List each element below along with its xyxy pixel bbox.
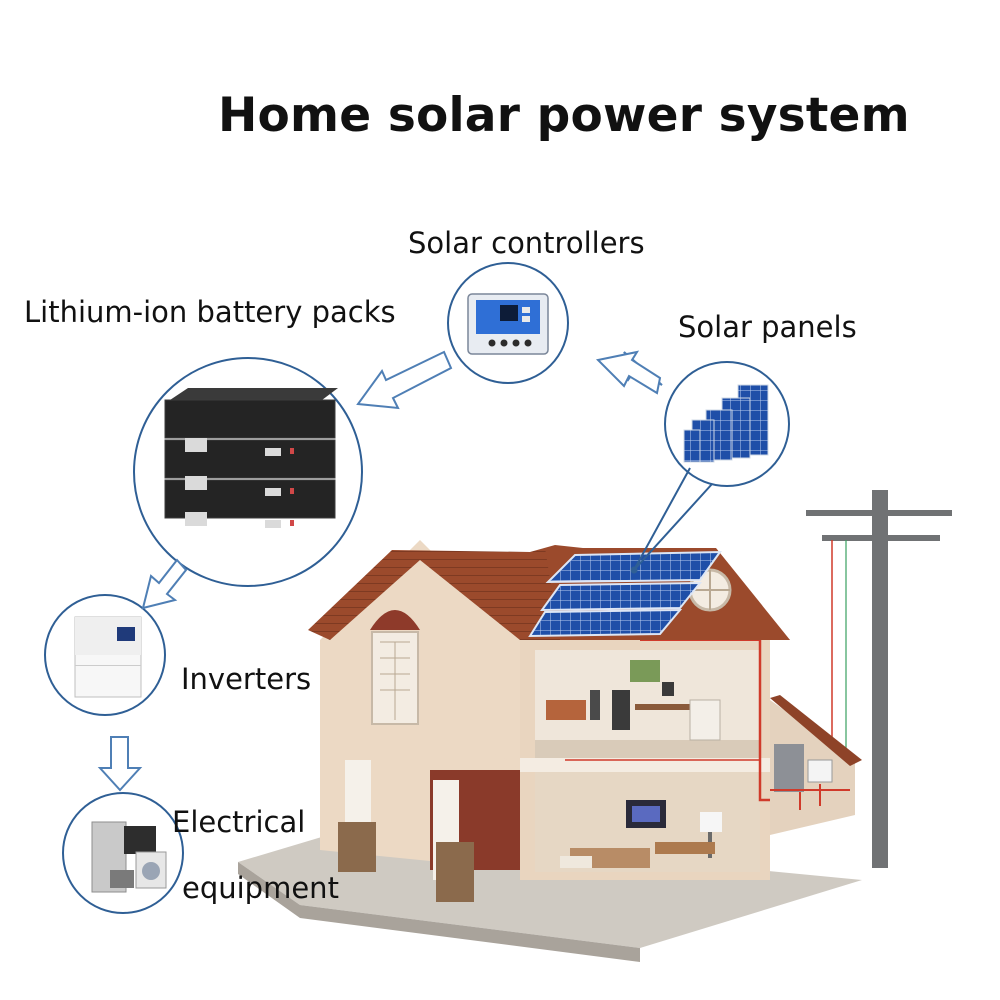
- solar-panels-leader: [630, 467, 713, 574]
- roof-solar-panel: [528, 608, 683, 638]
- flow-arrow-controller-to-batteries: [356, 350, 453, 410]
- flow-arrow-inverter-to-equipment: [97, 736, 143, 792]
- house-base: [238, 830, 862, 962]
- solar-controller-node: [447, 262, 569, 384]
- diagram-title: Home solar power system: [218, 88, 910, 143]
- house-annex: [770, 695, 862, 835]
- roof-solar-panel: [540, 581, 703, 612]
- label-electrical-equipment-line2: equipment: [182, 871, 339, 905]
- label-battery-packs: Lithium-ion battery packs: [24, 295, 396, 329]
- label-electrical-equipment-line1: Electrical: [172, 805, 306, 839]
- inverter-node: [44, 594, 166, 716]
- flow-arrow-batteries-to-inverter: [141, 558, 188, 610]
- label-solar-controllers: Solar controllers: [408, 226, 645, 260]
- solar-panels-node: [664, 361, 790, 487]
- battery-packs-node: [133, 357, 363, 587]
- electrical-equipment-node: [62, 792, 184, 914]
- label-solar-panels: Solar panels: [678, 310, 857, 344]
- label-inverters: Inverters: [181, 662, 312, 696]
- utility-pole: [806, 490, 952, 868]
- flow-arrow-panels-to-controller: [595, 350, 663, 395]
- house-illustration: [308, 540, 790, 902]
